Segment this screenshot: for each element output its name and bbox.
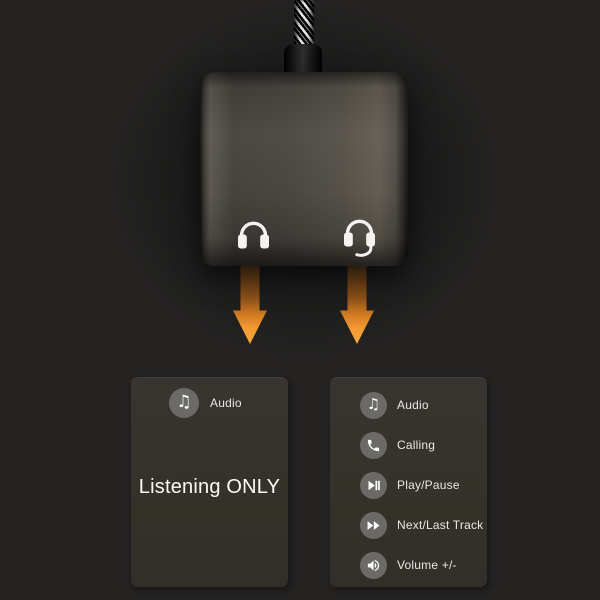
listening-only-text: Listening ONLY <box>138 476 281 498</box>
feature-label-calling: Calling <box>397 438 436 452</box>
feature-label-play-pause: Play/Pause <box>397 478 460 492</box>
phone-icon <box>360 431 387 459</box>
headset-with-mic-icon <box>344 219 375 257</box>
left-card-header-label: Audio <box>210 396 242 410</box>
feature-row-volume: Volume +/- <box>330 545 487 585</box>
feature-row-play-pause: Play/Pause <box>330 465 487 505</box>
play-pause-icon <box>360 471 387 499</box>
feature-list: ♫ Audio Calling <box>330 377 487 585</box>
feature-row-audio: ♫ Audio <box>330 385 487 425</box>
music-note-glyph: ♫ <box>366 394 381 413</box>
braided-cable <box>294 0 314 52</box>
left-port-feature-card: ♫ Audio Listening ONLY <box>131 377 288 587</box>
right-port-feature-card: ♫ Audio Calling <box>330 377 487 587</box>
audio-splitter-adapter <box>200 72 408 266</box>
feature-label-next-track: Next/Last Track <box>397 518 484 532</box>
volume-icon <box>360 551 387 579</box>
music-note-icon: ♫ <box>360 391 387 419</box>
left-card-header: ♫ Audio <box>131 377 288 418</box>
music-note-icon: ♫ <box>169 388 199 418</box>
headphones-icon <box>238 221 269 249</box>
feature-row-next-track: Next/Last Track <box>330 505 487 545</box>
cable-strain-relief <box>284 44 322 75</box>
next-track-icon <box>360 511 387 539</box>
feature-label-audio: Audio <box>397 398 429 412</box>
feature-label-volume: Volume +/- <box>397 558 457 572</box>
music-note-glyph: ♫ <box>176 391 192 412</box>
feature-row-calling: Calling <box>330 425 487 465</box>
